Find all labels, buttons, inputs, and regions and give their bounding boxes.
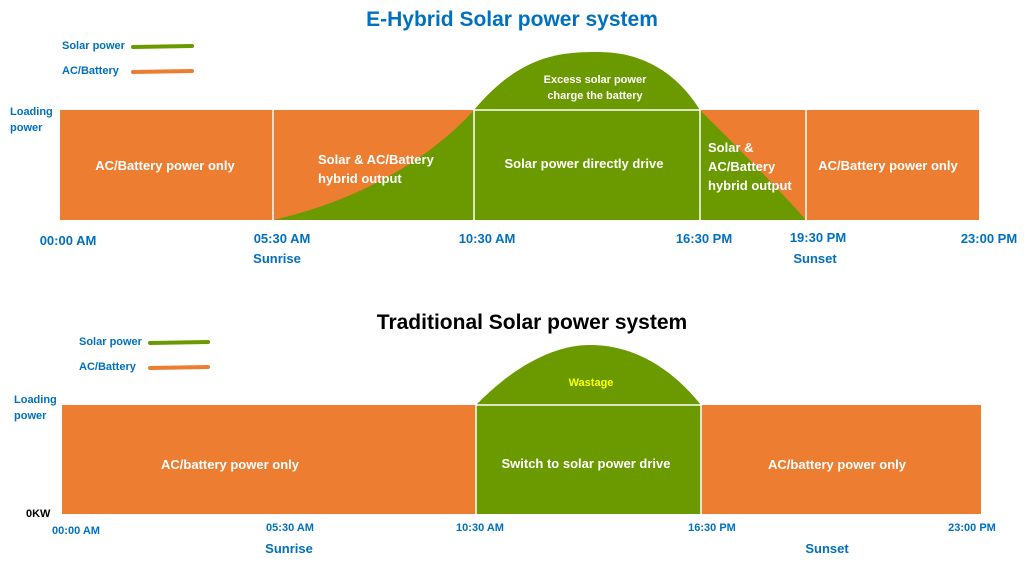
traditional-ac-only-2-label: AC/battery power only xyxy=(768,457,907,472)
traditional-legend-solar-label: Solar power xyxy=(79,336,143,348)
hybrid-time-3: 16:30 PM xyxy=(676,231,732,246)
hybrid-time-2: 10:30 AM xyxy=(459,231,516,246)
traditional-time-1: 05:30 AM xyxy=(266,522,314,534)
traditional-time-3: 16:30 PM xyxy=(688,522,736,534)
hybrid-rising-solar xyxy=(273,110,474,220)
traditional-switch-label: Switch to solar power drive xyxy=(501,456,670,471)
traditional-legend-ac-label: AC/Battery xyxy=(79,361,137,373)
hybrid-excess-hump xyxy=(474,52,700,110)
hybrid-y-label-line2: power xyxy=(10,122,43,134)
hybrid-sunset-label: Sunset xyxy=(793,251,837,266)
hybrid-time-5: 23:00 PM xyxy=(961,231,1017,246)
traditional-y-label-line1: Loading xyxy=(14,394,57,406)
hybrid-direct-block xyxy=(474,110,700,220)
hybrid-hybrid-1-label-line1: Solar & AC/Battery xyxy=(318,152,435,167)
hybrid-falling-solar xyxy=(700,110,806,220)
hybrid-hybrid-2-label-line1: Solar & xyxy=(708,140,754,155)
traditional-wastage-label: Wastage xyxy=(569,377,614,389)
traditional-ac-only-1-label: AC/battery power only xyxy=(161,457,300,472)
traditional-time-4: 23:00 PM xyxy=(948,522,996,534)
hybrid-time-0: 00:00 AM xyxy=(40,233,97,248)
hybrid-excess-label-line2: charge the battery xyxy=(547,90,643,102)
hybrid-y-label-line1: Loading xyxy=(10,106,53,118)
traditional-legend-ac-swatch xyxy=(148,365,210,370)
traditional-title: Traditional Solar power system xyxy=(377,311,687,334)
hybrid-legend-ac-swatch xyxy=(131,69,194,74)
hybrid-legend-ac-label: AC/Battery xyxy=(62,65,120,77)
hybrid-ac-only-1-label: AC/Battery power only xyxy=(95,158,235,173)
traditional-wastage-hump xyxy=(476,345,701,405)
hybrid-time-4: 19:30 PM xyxy=(790,230,846,245)
hybrid-title: E-Hybrid Solar power system xyxy=(366,8,658,31)
traditional-y-label-line2: power xyxy=(14,410,47,422)
hybrid-hybrid-2-label-line2: AC/Battery xyxy=(708,159,776,174)
hybrid-direct-label: Solar power directly drive xyxy=(505,156,664,171)
hybrid-hybrid-1-label-line2: hybrid output xyxy=(318,171,402,186)
hybrid-sunrise-label: Sunrise xyxy=(253,251,301,266)
hybrid-legend-solar-swatch xyxy=(131,44,194,49)
traditional-zero-label: 0KW xyxy=(26,508,51,520)
hybrid-legend-solar-label: Solar power xyxy=(62,40,126,52)
traditional-time-0: 00:00 AM xyxy=(52,525,100,537)
traditional-sunrise-label: Sunrise xyxy=(265,541,313,556)
traditional-legend-solar-swatch xyxy=(148,340,210,345)
hybrid-excess-label-line1: Excess solar power xyxy=(544,74,647,86)
hybrid-time-1: 05:30 AM xyxy=(254,231,311,246)
traditional-sunset-label: Sunset xyxy=(805,541,849,556)
traditional-time-2: 10:30 AM xyxy=(456,522,504,534)
traditional-switch-block xyxy=(476,405,701,514)
hybrid-hybrid-2-label-line3: hybrid output xyxy=(708,178,792,193)
hybrid-ac-only-2-label: AC/Battery power only xyxy=(818,158,958,173)
